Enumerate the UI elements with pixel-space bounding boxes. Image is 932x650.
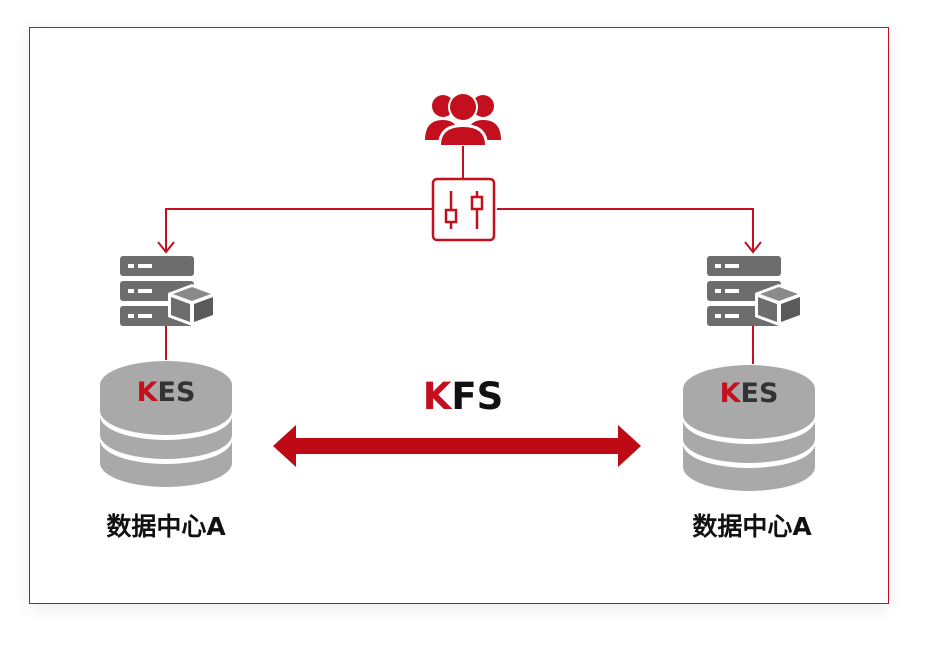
database-icon: KES (100, 361, 232, 487)
right-datacenter-label: 数据中心A (692, 512, 812, 541)
arrowheads (157, 241, 762, 254)
right-db-label-first: K (720, 378, 742, 409)
left-db-label-rest: ES (158, 377, 196, 408)
right-db-label: KES (720, 378, 779, 409)
database-icon: KES (683, 365, 815, 491)
control-to-right-line (497, 208, 754, 252)
left-db-label: KES (137, 377, 196, 408)
left-down-arrowhead (157, 241, 175, 254)
right-db-label-rest: ES (741, 378, 779, 409)
left-datacenter-label: 数据中心A (106, 512, 226, 541)
kfs-label-first: K (423, 375, 453, 418)
users-group-icon (425, 92, 501, 146)
sync-double-arrow (273, 425, 641, 467)
kfs-label: KFS (423, 375, 504, 418)
connector-lines (165, 146, 754, 364)
left-db-label-first: K (137, 377, 159, 408)
server-box-icon (120, 256, 216, 326)
server-box-icon (707, 256, 803, 326)
control-to-left-line (165, 208, 432, 252)
kfs-label-rest: FS (451, 375, 503, 418)
right-down-arrowhead (744, 241, 762, 254)
sliders-control-icon (431, 177, 496, 242)
